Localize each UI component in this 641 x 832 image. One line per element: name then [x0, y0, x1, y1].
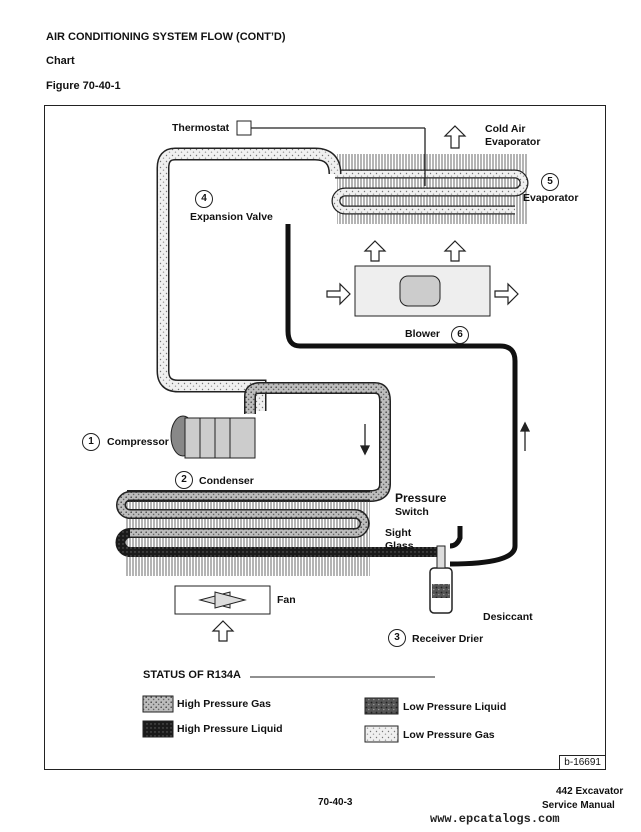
pressure-label: Pressure [395, 491, 447, 505]
compressor-label: Compressor [107, 436, 169, 448]
figure-label: Figure 70-40-1 [46, 80, 121, 92]
legend-label-hpg: High Pressure Gas [177, 698, 271, 710]
manual-name: Service Manual [542, 800, 615, 811]
evaporator-top-label: Evaporator [485, 136, 541, 148]
model-name: 442 Excavator [556, 786, 624, 797]
ac-flow-diagram [115, 120, 531, 743]
switch-label: Switch [395, 506, 429, 518]
figure-frame: Thermostat Cold Air Evaporator 5 Evapora… [44, 105, 606, 770]
legend-title: STATUS OF R134A [143, 669, 241, 681]
receiver-drier-label: Receiver Drier [412, 633, 484, 645]
blower [354, 265, 491, 317]
legend-label-hpl: High Pressure Liquid [177, 723, 283, 735]
glass-label: Glass [385, 540, 414, 552]
condenser-coil [115, 491, 440, 576]
airflow-arrows [211, 125, 519, 642]
expansion-valve-label: Expansion Valve [190, 211, 273, 223]
legend-swatch-hpl [142, 720, 174, 738]
compressor [170, 415, 256, 459]
callout-3: 3 [388, 629, 406, 647]
sight-label: Sight [385, 527, 412, 539]
receiver-drier [429, 545, 453, 614]
callout-5: 5 [541, 173, 559, 191]
section-subtitle: Chart [46, 55, 75, 67]
thermostat [236, 120, 252, 136]
evaporator-label: Evaporator [523, 192, 579, 204]
thermostat-label: Thermostat [172, 122, 230, 134]
legend-swatch-lpl [364, 697, 399, 715]
callout-1: 1 [82, 433, 100, 451]
callout-6: 6 [451, 326, 469, 344]
condenser-label: Condenser [199, 475, 254, 487]
page-title: AIR CONDITIONING SYSTEM FLOW (CONT’D) [46, 31, 286, 43]
fan-label: Fan [277, 594, 296, 606]
suction-line [156, 147, 342, 411]
legend-swatch-hpg [142, 695, 174, 713]
legend-label-lpg: Low Pressure Gas [403, 729, 495, 741]
legend-swatch-lpg [364, 725, 399, 743]
flow-arrows [359, 421, 531, 456]
cold-air-label: Cold Air [485, 123, 526, 135]
page-number: 70-40-3 [318, 797, 353, 808]
blower-label: Blower [405, 328, 441, 340]
condenser-fan [174, 585, 271, 615]
callout-4: 4 [195, 190, 213, 208]
legend-label-lpl: Low Pressure Liquid [403, 701, 507, 713]
callout-2: 2 [175, 471, 193, 489]
evaporator-coil [331, 154, 529, 224]
website-watermark: www.epcatalogs.com [430, 812, 560, 826]
desiccant-label: Desiccant [483, 611, 533, 623]
part-number: b-16691 [559, 755, 606, 770]
